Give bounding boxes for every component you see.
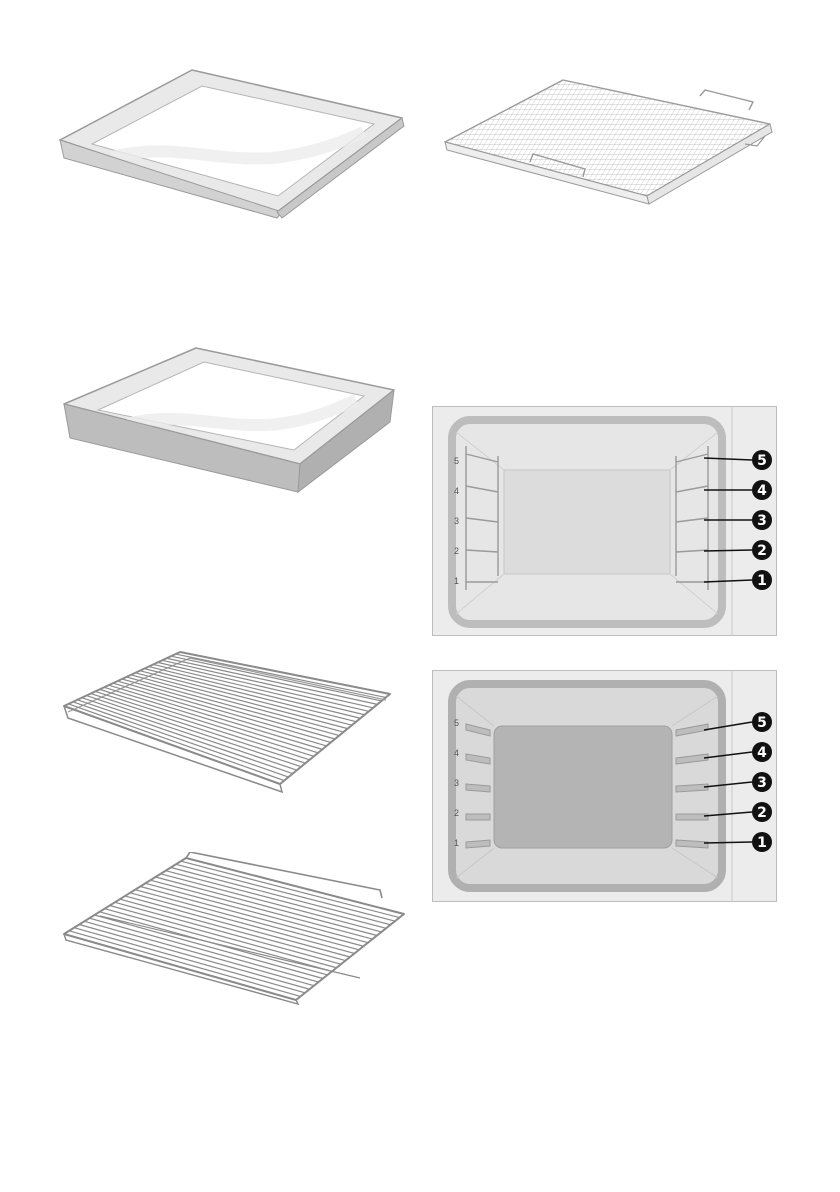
shelf-level-badge-number: 2	[757, 805, 767, 821]
shelf-level-badge-number: 5	[757, 453, 767, 469]
shelf-level-badge-number: 4	[757, 483, 767, 499]
shelf-level-label: 5	[454, 718, 459, 728]
shelf-level-badge-number: 5	[757, 715, 767, 731]
shelf-level-label: 4	[454, 486, 459, 496]
shelf-level-label: 3	[454, 516, 459, 526]
mesh-tray-icon	[435, 74, 780, 224]
shelf-level-label: 4	[454, 748, 459, 758]
deep-tray-icon	[58, 344, 418, 494]
deep-tray	[58, 344, 418, 494]
shelf-level-label: 3	[454, 778, 459, 788]
baking-tray	[52, 62, 412, 222]
wire-rail-oven-diagram: 5 4 3 2 1 5 4 3 2 1	[432, 406, 777, 636]
flat-grid	[60, 852, 405, 1007]
embossed-rail-oven: 5 4 3 2 1 5 4 3 2 1	[432, 670, 777, 902]
wire-shelf	[60, 646, 400, 796]
shelf-level-label: 2	[454, 808, 459, 818]
flat-grid-icon	[60, 852, 405, 1007]
shelf-level-label: 5	[454, 456, 459, 466]
shelf-level-badge-number: 2	[757, 543, 767, 559]
leader-line	[704, 550, 752, 551]
baking-tray-icon	[52, 62, 412, 222]
shelf-level-badge-number: 1	[757, 835, 767, 851]
wire-shelf-icon	[60, 646, 400, 796]
shelf-level-label: 1	[454, 576, 459, 586]
shelf-level-label: 1	[454, 838, 459, 848]
leader-line	[704, 842, 752, 843]
wire-rail-oven: 5 4 3 2 1 5 4 3 2 1	[432, 406, 777, 636]
mesh-tray	[435, 74, 780, 224]
shelf-level-badge-number: 3	[757, 513, 767, 529]
shelf-level-badge-number: 1	[757, 573, 767, 589]
shelf-level-badge-number: 3	[757, 775, 767, 791]
embossed-rail-oven-diagram: 5 4 3 2 1 5 4 3 2 1	[432, 670, 777, 902]
shelf-level-label: 2	[454, 546, 459, 556]
shelf-level-badge-number: 4	[757, 745, 767, 761]
